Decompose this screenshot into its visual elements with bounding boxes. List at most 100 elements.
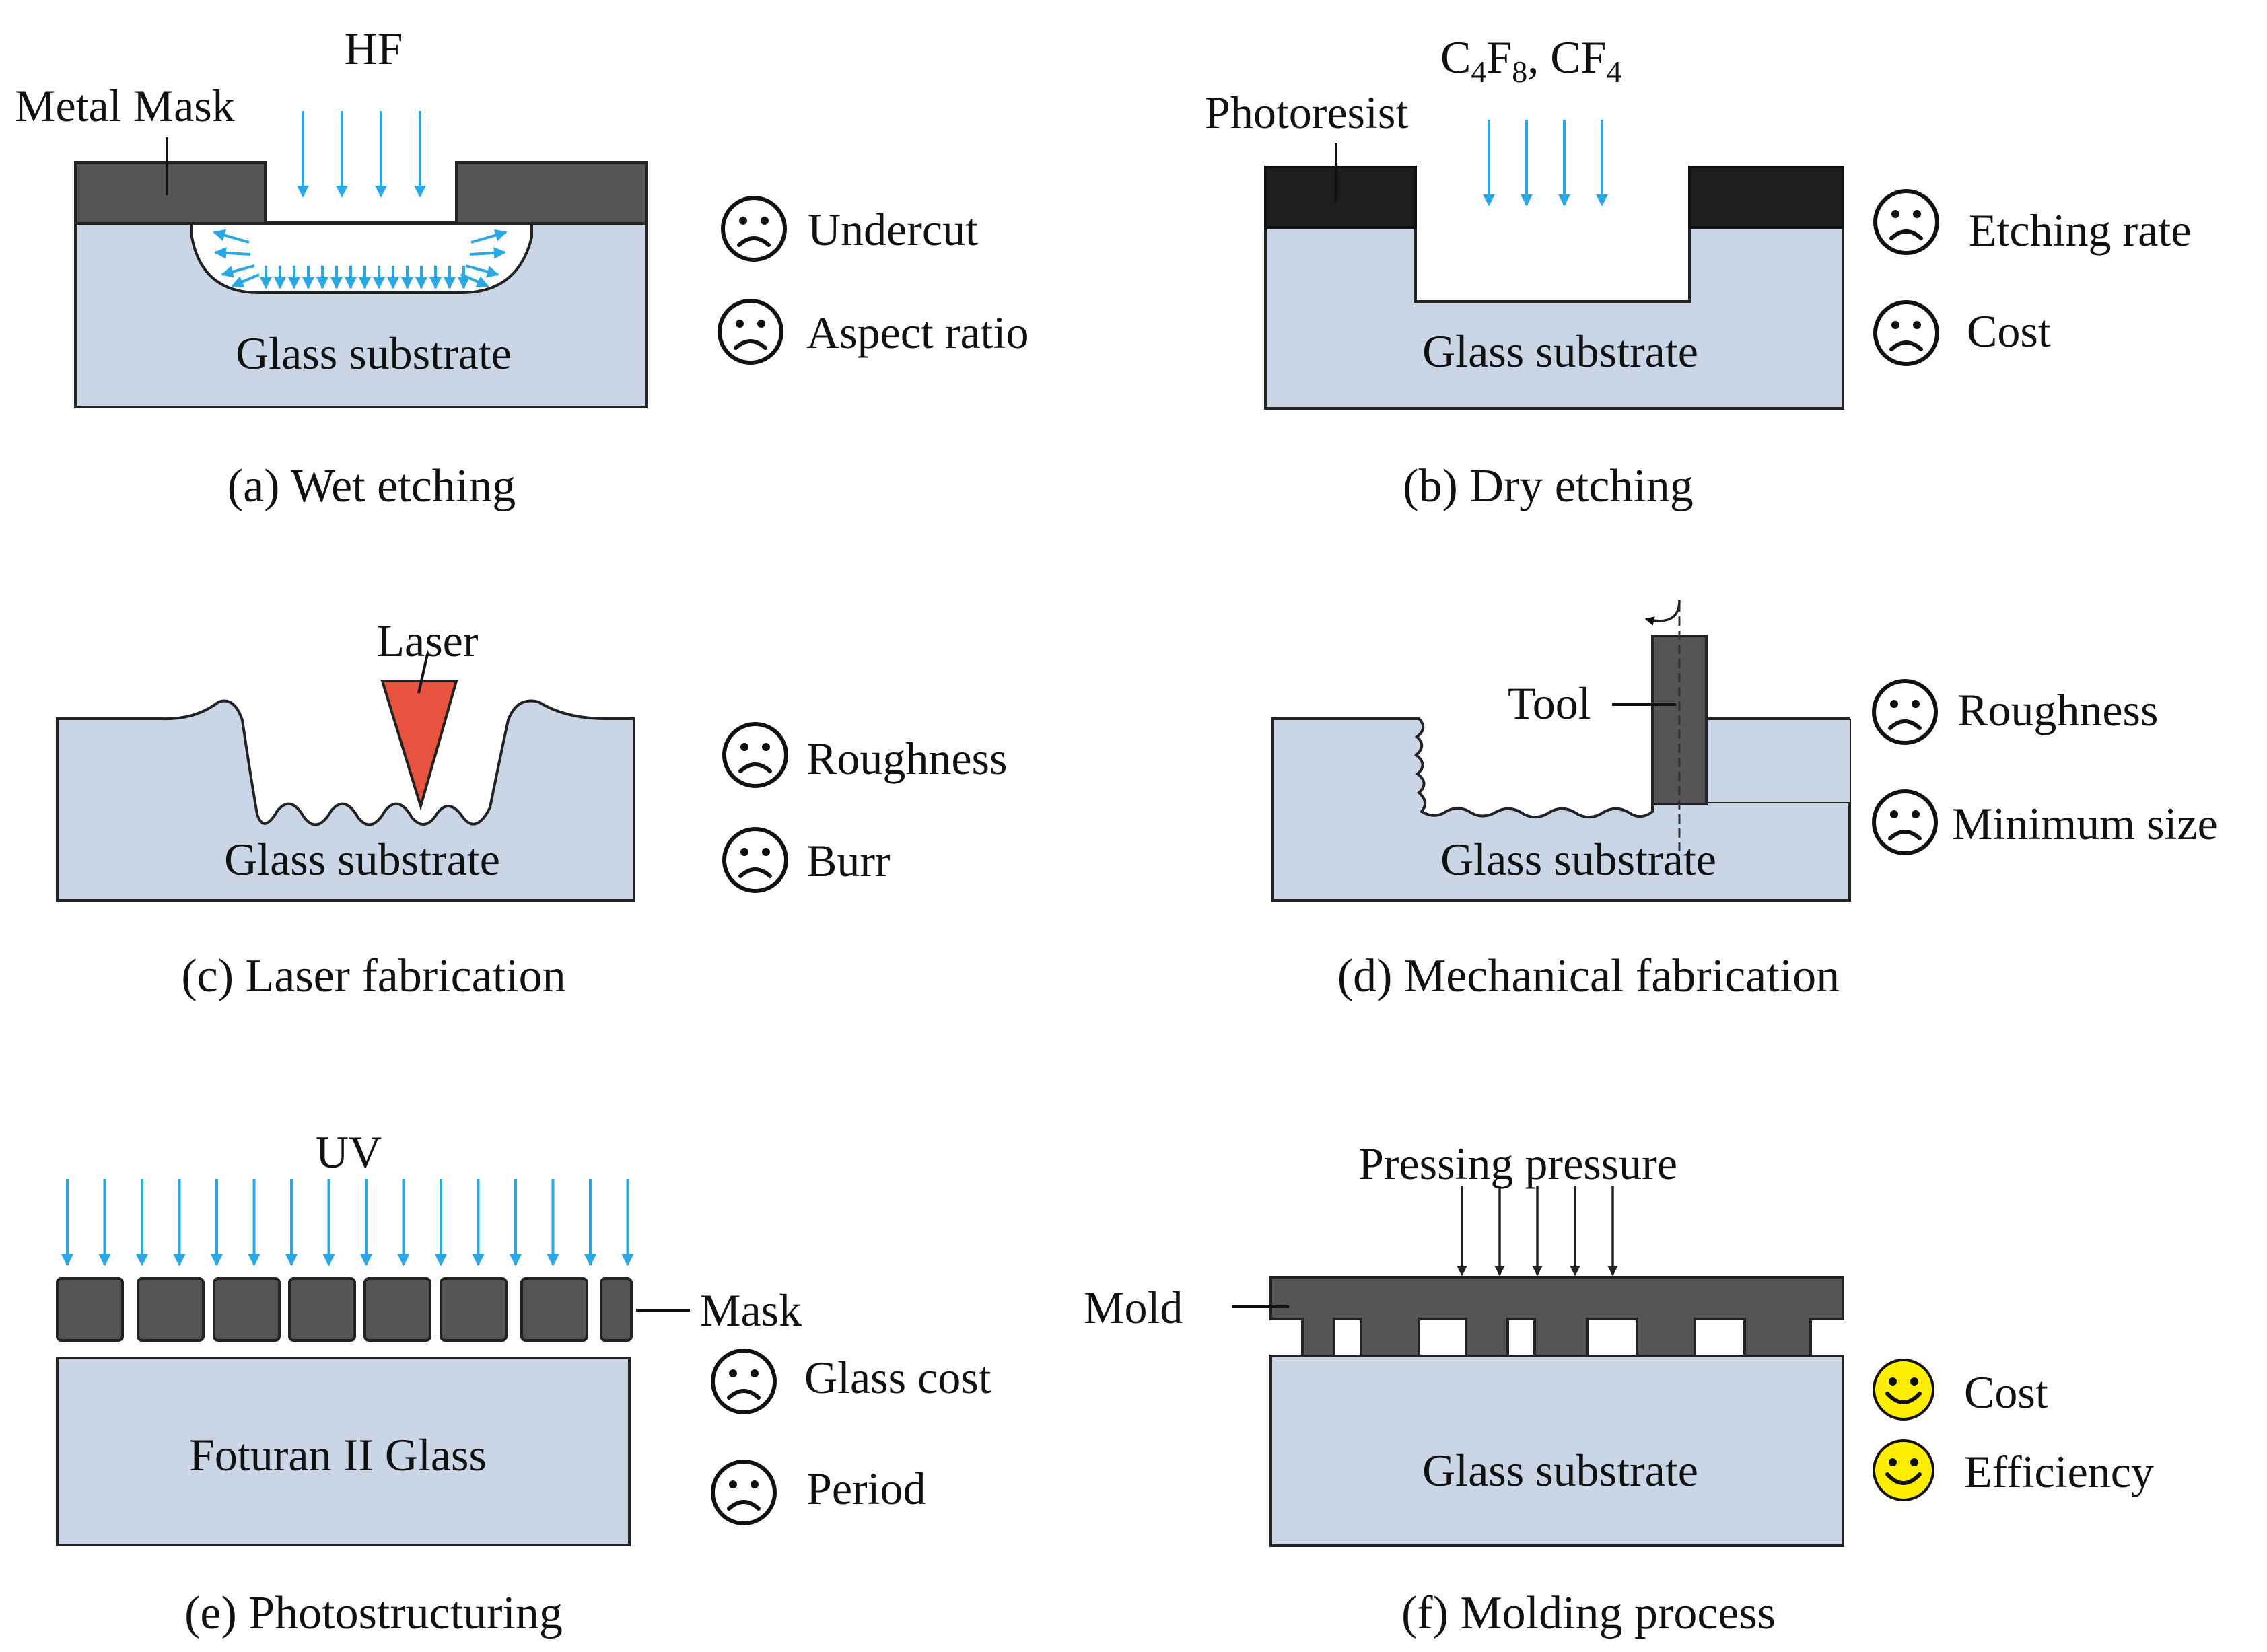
etch-arrow — [470, 229, 508, 244]
mask-label: Mask — [700, 1285, 802, 1336]
sad-face-icon — [1873, 300, 1939, 366]
etch-arrow — [460, 273, 489, 287]
rating-label: Cost — [1964, 1367, 2048, 1418]
etchant-label-hf: HF — [345, 23, 403, 74]
photomask-segments — [56, 1277, 633, 1342]
laser-beam-icon — [380, 680, 458, 812]
mask-segment — [440, 1277, 508, 1342]
pressure-arrows — [1457, 1186, 1618, 1277]
etchant-label: C4F8, CF4 — [1440, 32, 1621, 89]
rating-roughness: Roughness — [722, 722, 1007, 788]
undercut-cavity — [190, 222, 533, 294]
rating-label: Minimum size — [1952, 798, 2218, 849]
rating-label: Undercut — [808, 204, 978, 255]
mold-label: Mold — [1084, 1282, 1183, 1333]
panel-c-laser-fabrication: Laser Glass substrate (c) Laser fabricat… — [56, 615, 1007, 1002]
rating-cost: Cost — [1873, 300, 2051, 366]
rating-burr: Burr — [722, 827, 891, 893]
etch-direction-arrows — [213, 229, 508, 289]
rating-label: Roughness — [1957, 684, 2158, 735]
mask-segment — [213, 1277, 281, 1342]
sad-face-icon — [722, 722, 788, 788]
glass-substrate — [1271, 717, 1851, 902]
caption-f: (f) Molding process — [1401, 1587, 1776, 1639]
sad-face-icon — [711, 1349, 777, 1414]
rating-undercut: Undercut — [721, 196, 978, 262]
panel-e-photostructuring: UV Mask Foturan II Glass (e) Photostruct… — [56, 1126, 991, 1639]
mask-segment — [363, 1277, 431, 1342]
etch-arrow — [214, 246, 251, 259]
pressure-label: Pressing pressure — [1358, 1138, 1677, 1189]
rating-cost: Cost — [1873, 1359, 2048, 1421]
rating-label: Glass cost — [804, 1352, 991, 1403]
rating-minimum-size: Minimum size — [1872, 789, 2218, 855]
caption-a: (a) Wet etching — [228, 460, 516, 512]
caption-c: (c) Laser fabrication — [181, 950, 565, 1002]
tool-label: Tool — [1508, 678, 1591, 729]
foturan-glass-substrate — [56, 1357, 631, 1546]
sad-face-icon — [722, 827, 788, 893]
rating-label: Burr — [806, 835, 891, 886]
rating-glass-cost: Glass cost — [711, 1349, 991, 1414]
happy-face-icon — [1873, 1439, 1934, 1501]
sad-face-icon — [721, 196, 787, 262]
panel-f-molding-process: Pressing pressure Mold Glass substrate (… — [1084, 1138, 2154, 1639]
rating-aspect-ratio: Aspect ratio — [718, 299, 1028, 365]
caption-b: (b) Dry etching — [1403, 460, 1694, 512]
etch-arrow — [213, 229, 250, 244]
mask-segment — [137, 1277, 205, 1342]
mask-segment — [600, 1277, 633, 1342]
rating-efficiency: Efficiency — [1873, 1439, 2154, 1501]
rating-label: Etching rate — [1969, 205, 2191, 256]
glass-substrate — [1264, 226, 1844, 410]
metal-mask-right — [455, 161, 648, 225]
substrate-label: Glass substrate — [1440, 834, 1716, 885]
substrate-label: Foturan II Glass — [189, 1429, 487, 1480]
glass-substrate — [1269, 1355, 1844, 1547]
caption-d: (d) Mechanical fabrication — [1337, 950, 1840, 1002]
substrate-label: Glass substrate — [236, 328, 512, 379]
rating-roughness: Roughness — [1872, 679, 2158, 745]
laser-leader — [417, 653, 429, 694]
hf-arrows — [297, 111, 426, 198]
panel-d-mechanical-fabrication: Tool Glass substrate (d) Mechanical fabr… — [1271, 600, 2218, 1002]
sad-face-icon — [1873, 189, 1939, 255]
sad-face-icon — [1872, 679, 1938, 745]
laser-label: Laser — [376, 615, 478, 666]
uv-label: UV — [316, 1126, 382, 1178]
happy-face-icon — [1873, 1359, 1934, 1421]
glass-substrate — [56, 699, 635, 902]
rating-label: Efficiency — [1964, 1446, 2154, 1497]
metal-mask-label: Metal Mask — [15, 80, 235, 131]
sad-face-icon — [1872, 789, 1938, 855]
photoresist-right — [1688, 166, 1844, 229]
rating-period: Period — [711, 1460, 926, 1525]
mold — [1269, 1276, 1844, 1357]
sad-face-icon — [718, 299, 783, 365]
mask-segment — [288, 1277, 356, 1342]
metal-mask-left — [74, 161, 267, 225]
substrate-label: Glass substrate — [1422, 326, 1698, 377]
etch-arrow — [469, 246, 506, 259]
rating-label: Period — [806, 1463, 926, 1514]
etchant-arrows — [1483, 120, 1608, 207]
etch-arrow — [465, 264, 499, 278]
rotation-arrow-icon — [1644, 600, 1681, 626]
rating-label: Aspect ratio — [806, 307, 1028, 358]
mask-segment — [56, 1277, 124, 1342]
panel-a-wet-etching: HF Metal Mask Glass substrate (a) Wet et… — [15, 23, 1028, 512]
photoresist-label: Photoresist — [1205, 87, 1408, 138]
etch-arrow — [221, 264, 255, 278]
mask-segment — [520, 1277, 588, 1342]
uv-arrows — [61, 1179, 634, 1266]
panel-b-dry-etching: C4F8, CF4 Photoresist Glass substrate (b… — [1205, 32, 2191, 512]
sad-face-icon — [711, 1460, 777, 1525]
substrate-label: Glass substrate — [1422, 1445, 1698, 1496]
photoresist-left — [1264, 166, 1417, 229]
rating-etching-rate: Etching rate — [1873, 189, 2191, 256]
rating-label: Cost — [1967, 306, 2051, 357]
rating-label: Roughness — [806, 733, 1007, 784]
caption-e: (e) Photostructuring — [184, 1587, 563, 1639]
substrate-label: Glass substrate — [224, 834, 500, 885]
